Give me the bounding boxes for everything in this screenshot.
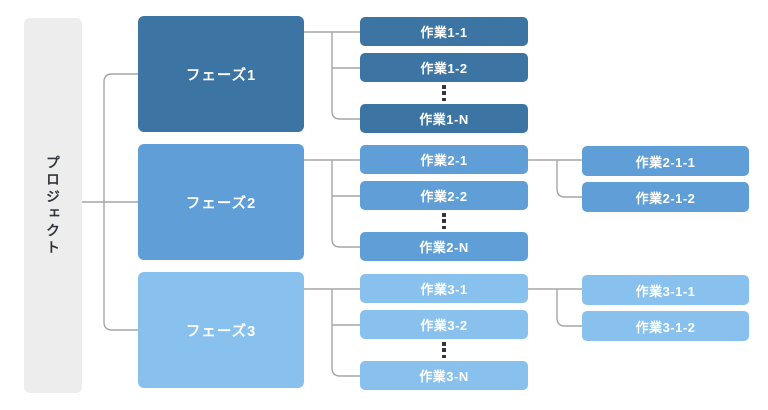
task-2-2-node: 作業2-2: [360, 181, 528, 210]
task3-1-sub-lines: [528, 288, 582, 327]
task-2-n-node: 作業2-N: [360, 232, 528, 261]
task-3-2-node: 作業3-2: [360, 310, 528, 339]
subtask-2-1-1-node: 作業2-1-1: [582, 146, 749, 176]
phase-3-ellipsis-dots-icon: [440, 342, 448, 358]
task-3-1-node: 作業3-1: [360, 274, 528, 303]
task2-1-sub-lines: [528, 159, 582, 198]
task-1-1-node: 作業1-1: [360, 17, 528, 46]
task-3-n-node: 作業3-N: [360, 361, 528, 390]
subtask-3-1-2-node: 作業3-1-2: [582, 311, 749, 341]
task-1-n-node: 作業1-N: [360, 104, 528, 133]
phase-2-node: フェーズ2: [138, 144, 304, 260]
phase-1-node: フェーズ1: [138, 16, 304, 132]
subtask-2-1-2-node: 作業2-1-2: [582, 182, 749, 212]
project-node: プロジェクト: [24, 18, 82, 393]
project-label: プロジェクト: [45, 154, 61, 257]
phase1-task-lines: [304, 31, 360, 120]
phase2-task-lines: [304, 159, 360, 248]
phase-1-ellipsis-dots-icon: [440, 85, 448, 101]
task-1-2-node: 作業1-2: [360, 53, 528, 82]
trunk-connector-line: [103, 73, 140, 331]
phase3-task-lines: [304, 288, 360, 377]
phase-2-ellipsis-dots-icon: [440, 213, 448, 229]
subtask-3-1-1-node: 作業3-1-1: [582, 275, 749, 305]
phase-3-node: フェーズ3: [138, 272, 304, 388]
task-2-1-node: 作業2-1: [360, 145, 528, 174]
